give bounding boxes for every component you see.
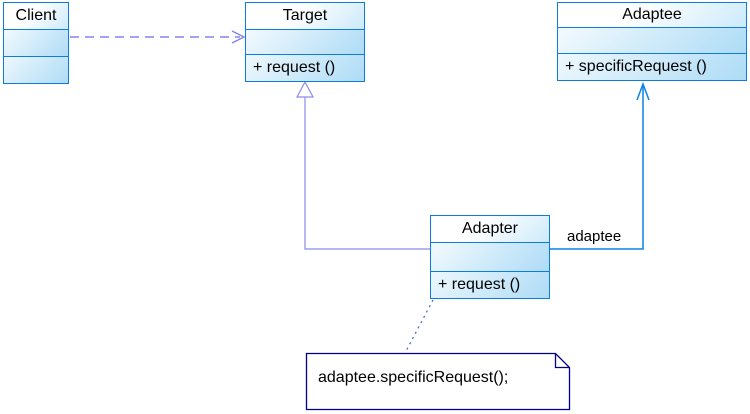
note-anchor-line	[404, 299, 434, 354]
attributes-compartment-target	[246, 29, 364, 54]
method-label-adaptee: + specificRequest ()	[565, 58, 707, 75]
class-name-adaptee: Adaptee	[558, 3, 746, 27]
class-name-target: Target	[246, 3, 364, 29]
method-label-target: + request ()	[253, 59, 336, 76]
class-name-adapter: Adapter	[431, 216, 549, 242]
method-label-adapter: + request ()	[438, 276, 521, 293]
association-line-adapter-adaptee	[550, 85, 644, 250]
class-box-adapter: Adapter + request ()	[430, 215, 550, 299]
generalization-line-adapter-target	[304, 97, 430, 250]
attributes-compartment-adaptee	[558, 27, 746, 53]
attributes-compartment-client	[4, 29, 68, 56]
class-name-client: Client	[4, 3, 68, 29]
dependency-arrowhead-icon	[231, 30, 246, 44]
note-fold-corner-icon	[554, 353, 570, 369]
methods-compartment-target: + request ()	[246, 54, 364, 81]
generalization-triangle-icon	[296, 80, 314, 98]
methods-compartment-client	[4, 56, 68, 83]
association-role-label: adaptee	[567, 228, 622, 245]
methods-compartment-adapter: + request ()	[431, 271, 549, 298]
class-box-target: Target + request ()	[245, 2, 365, 82]
attributes-compartment-adapter	[431, 242, 549, 271]
methods-compartment-adaptee: + specificRequest ()	[558, 53, 746, 80]
note-shape	[305, 352, 571, 411]
class-box-adaptee: Adaptee + specificRequest ()	[557, 2, 747, 81]
note-text: adaptee.specificRequest();	[318, 369, 509, 386]
class-box-client: Client	[3, 2, 69, 84]
association-arrowhead-icon	[636, 81, 650, 101]
